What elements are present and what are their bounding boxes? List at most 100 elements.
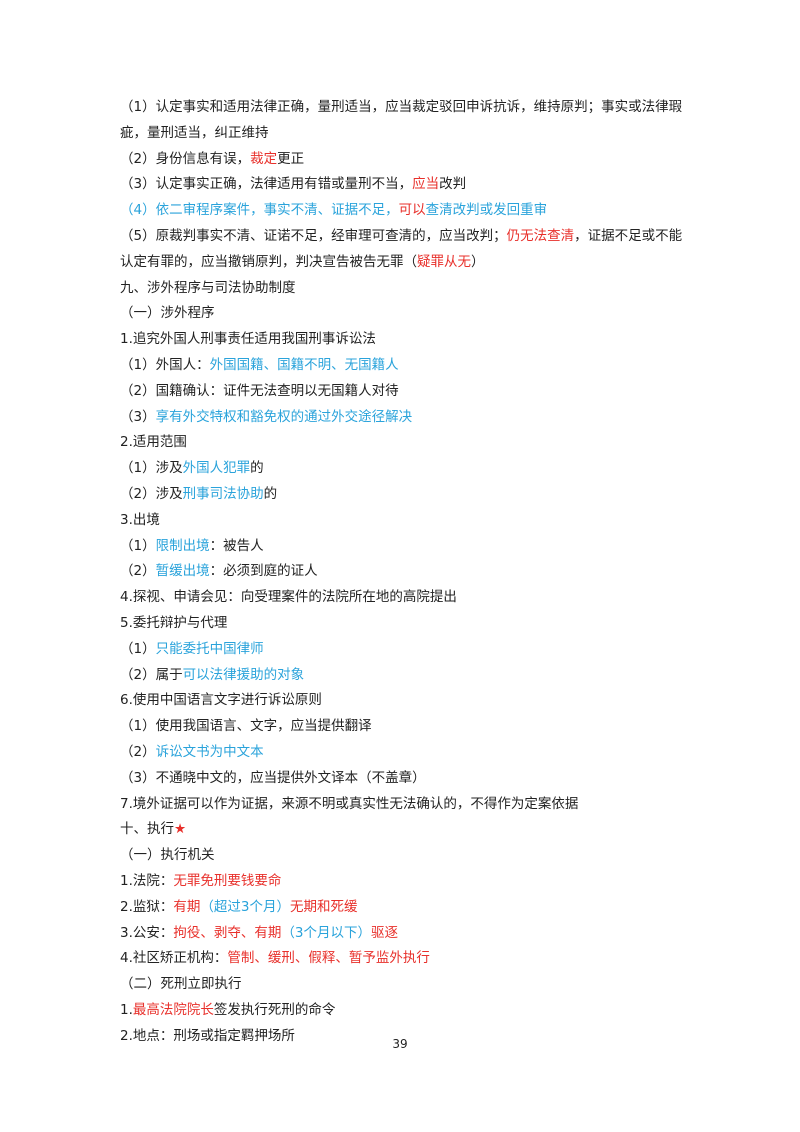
- text-line: （二）死刑立即执行: [120, 972, 690, 998]
- text-line: （3）认定事实正确，法律适用有错或量刑不当，应当改判: [120, 172, 690, 198]
- text-segment: ，证据不足或不能认定有罪的，应当撤销原判，判决宣告被告无罪（: [120, 227, 683, 270]
- text-segment: 外国国籍、国籍不明、无国籍人: [209, 356, 399, 373]
- text-line: （3）享有外交特权和豁免权的通过外交途径解决: [120, 405, 690, 431]
- text-line: （一）执行机关: [120, 843, 690, 869]
- text-segment: （1）外国人：: [120, 356, 210, 373]
- text-segment: （3）认定事实正确，法律适用有错或量刑不当，: [120, 176, 413, 193]
- text-segment: （二）死刑立即执行: [120, 976, 242, 993]
- text-segment: 刑事司法协助: [182, 485, 264, 502]
- text-line: 2.地点：刑场或指定羁押场所: [120, 1024, 690, 1050]
- text-line: 2.适用范围: [120, 430, 690, 456]
- text-segment: （1）认定事实和适用法律正确，量刑适当，应当裁定驳回申诉抗诉，维持原判；事实或法…: [120, 99, 683, 141]
- text-segment: （1）: [120, 640, 156, 657]
- text-segment: （2）涉及: [120, 485, 183, 502]
- text-segment: ）: [357, 924, 371, 941]
- text-line: 7.境外证据可以作为证据，来源不明或真实性无法确认的，不得作为定案依据: [120, 792, 690, 818]
- text-segment: 7.境外证据可以作为证据，来源不明或真实性无法确认的，不得作为定案依据: [120, 795, 579, 812]
- text-segment: 1.法院：: [120, 872, 174, 889]
- text-segment: 超过3个月: [213, 898, 277, 915]
- text-line: （1）使用我国语言、文字，应当提供翻译: [120, 714, 690, 740]
- text-segment: 应当: [412, 176, 440, 193]
- text-segment: 4.探视、申请会见：向受理案件的法院所在地的高院提出: [120, 589, 457, 606]
- text-segment: 拘役、剥夺、有期: [173, 924, 282, 941]
- text-segment: 九、涉外程序与司法协助制度: [120, 279, 296, 296]
- text-segment: （2）: [120, 563, 156, 580]
- text-line: （1）认定事实和适用法律正确，量刑适当，应当裁定驳回申诉抗诉，维持原判；事实或法…: [120, 95, 690, 147]
- text-line: 4.社区矫正机构：管制、缓刑、假释、暂予监外执行: [120, 946, 690, 972]
- text-segment: ）: [471, 253, 485, 270]
- text-segment: （2）身份信息有误，: [120, 150, 251, 167]
- text-line: （2）诉讼文书为中文本: [120, 740, 690, 766]
- text-segment: （: [200, 898, 214, 915]
- text-segment: ★: [174, 821, 187, 838]
- text-segment: 签发执行死刑的命令: [213, 1001, 336, 1018]
- text-segment: 可以法律援助的对象: [182, 666, 305, 683]
- text-line: （2）暂缓出境：必须到庭的证人: [120, 559, 690, 585]
- text-line: （1）限制出境：被告人: [120, 534, 690, 560]
- text-segment: （1）涉及: [120, 460, 183, 477]
- text-line: 1.法院：无罪免刑要钱要命: [120, 869, 690, 895]
- text-segment: 的: [250, 460, 264, 477]
- page-number: 39: [392, 1037, 408, 1051]
- text-segment: 可以: [398, 202, 426, 219]
- text-segment: 4.社区矫正机构：: [120, 950, 228, 967]
- text-line: （1）外国人：外国国籍、国籍不明、无国籍人: [120, 353, 690, 379]
- text-segment: （4）依二审程序案件，事实不清、证据不足，: [120, 202, 399, 219]
- text-segment: 2.适用范围: [120, 434, 187, 451]
- text-line: （1）只能委托中国律师: [120, 637, 690, 663]
- text-segment: 3.公安：: [120, 924, 174, 941]
- text-line: 十、执行★: [120, 817, 690, 843]
- text-segment: 诉讼文书为中文本: [155, 743, 264, 760]
- text-segment: （2）: [120, 743, 156, 760]
- text-segment: ）: [276, 898, 290, 915]
- text-line: （1）涉及外国人犯罪的: [120, 456, 690, 482]
- text-segment: （一）涉外程序: [120, 305, 215, 322]
- text-segment: （一）执行机关: [120, 847, 215, 864]
- text-line: 2.监狱：有期（超过3个月）无期和死缓: [120, 895, 690, 921]
- text-segment: 无罪免刑要钱要命: [173, 872, 282, 889]
- text-segment: 享有外交特权和豁免权的通过外交途径解决: [155, 408, 413, 425]
- text-segment: 管制、缓刑、假释、暂予监外执行: [227, 950, 430, 967]
- text-segment: （1）使用我国语言、文字，应当提供翻译: [120, 718, 372, 735]
- text-segment: 疑罪从无: [417, 253, 471, 270]
- text-line: 3.出境: [120, 508, 690, 534]
- text-segment: 2.监狱：: [120, 898, 174, 915]
- text-segment: 只能委托中国律师: [155, 640, 264, 657]
- text-line: （4）依二审程序案件，事实不清、证据不足，可以查清改判或发回重审: [120, 198, 690, 224]
- text-line: （2）身份信息有误，裁定更正: [120, 147, 690, 173]
- text-segment: 暂缓出境: [155, 563, 210, 580]
- text-line: 4.探视、申请会见：向受理案件的法院所在地的高院提出: [120, 585, 690, 611]
- document-body: （1）认定事实和适用法律正确，量刑适当，应当裁定驳回申诉抗诉，维持原判；事实或法…: [120, 95, 690, 1049]
- text-segment: 6.使用中国语言文字进行诉讼原则: [120, 692, 322, 709]
- text-segment: （5）原裁判事实不清、证诺不足，经审理可查清的，应当改判；: [120, 227, 507, 244]
- text-segment: 2.地点：刑场或指定羁押场所: [120, 1027, 295, 1044]
- text-segment: 改判: [439, 176, 467, 193]
- text-line: 1.追究外国人刑事责任适用我国刑事诉讼法: [120, 327, 690, 353]
- text-segment: 1.追究外国人刑事责任适用我国刑事诉讼法: [120, 331, 376, 348]
- text-segment: 十、执行: [120, 821, 174, 838]
- text-line: （2）属于可以法律援助的对象: [120, 663, 690, 689]
- text-line: （2）国籍确认：证件无法查明以无国籍人对待: [120, 379, 690, 405]
- text-line: （5）原裁判事实不清、证诺不足，经审理可查清的，应当改判；仍无法查清，证据不足或…: [120, 224, 690, 276]
- text-line: （2）涉及刑事司法协助的: [120, 482, 690, 508]
- text-segment: 查清改判或发回重审: [425, 202, 548, 219]
- text-line: （一）涉外程序: [120, 301, 690, 327]
- text-line: 6.使用中国语言文字进行诉讼原则: [120, 688, 690, 714]
- text-segment: 驱逐: [370, 924, 398, 941]
- text-line: 5.委托辩护与代理: [120, 611, 690, 637]
- text-segment: （1）: [120, 537, 156, 554]
- text-segment: （3）: [120, 408, 156, 425]
- text-segment: 裁定: [250, 150, 278, 167]
- text-line: 3.公安：拘役、剥夺、有期（3个月以下）驱逐: [120, 921, 690, 947]
- text-segment: （: [281, 924, 295, 941]
- text-line: 九、涉外程序与司法协助制度: [120, 276, 690, 302]
- text-line: （3）不通晓中文的，应当提供外文译本（不盖章）: [120, 766, 690, 792]
- text-segment: ：必须到庭的证人: [209, 563, 318, 580]
- text-line: 1.最高法院院长签发执行死刑的命令: [120, 998, 690, 1024]
- text-segment: 更正: [277, 150, 305, 167]
- text-segment: 仍无法查清: [506, 227, 575, 244]
- text-segment: 的: [263, 485, 278, 502]
- text-segment: 无期和死缓: [289, 898, 358, 915]
- text-segment: 最高法院院长: [132, 1001, 214, 1018]
